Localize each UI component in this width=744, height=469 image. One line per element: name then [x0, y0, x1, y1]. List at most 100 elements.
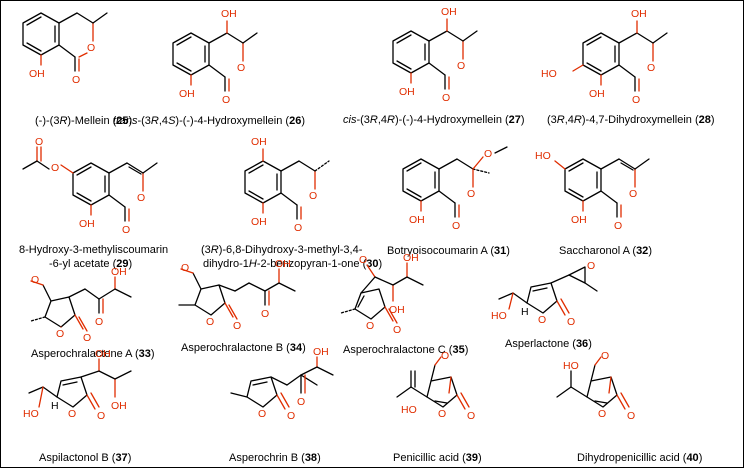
ketone-oxygen-34: O — [261, 308, 269, 320]
hydroxyl-25: OH — [29, 68, 45, 80]
acetyl-oxygen-29: O — [35, 136, 43, 148]
lactone-oxygen-35: O — [393, 324, 401, 336]
ring-oxygen-33: O — [56, 328, 64, 340]
carbonyl-oxygen-31: O — [452, 220, 460, 232]
caption-25: (-)-(3R)-Mellein (25) — [35, 115, 132, 127]
methoxy-oxygen-34: O — [181, 262, 189, 274]
hydroxyl-b-35: OH — [403, 252, 419, 264]
hydroxyl-a-35: OH — [389, 304, 405, 316]
hydroxyl-33: OH — [111, 266, 127, 278]
carbonyl-oxygen-26: O — [222, 94, 230, 106]
structure-40: O HO O O — [556, 350, 635, 422]
caption-33: Asperochralactone A (33) — [31, 348, 155, 360]
hydrogen-36: H — [521, 306, 529, 318]
hydroxyl-40: HO — [563, 360, 579, 372]
ring-oxygen-39: O — [438, 408, 446, 420]
hydroxyl-a-37: HO — [23, 408, 39, 420]
ester-oxygen-29: O — [51, 162, 59, 174]
structure-38: O O O OH — [230, 346, 334, 422]
lactone-oxygen-39: O — [467, 410, 475, 422]
ketone-oxygen-38: O — [297, 396, 305, 408]
carbonyl-oxygen-28: O — [632, 94, 640, 106]
hydroxyl-8-30: OH — [251, 216, 267, 228]
ring-oxygen-28: O — [647, 62, 655, 74]
hydroxyl-7-28: HO — [541, 68, 557, 80]
caption-36: Asperlactone (36) — [505, 338, 592, 350]
structure-25: O O OH — [22, 12, 108, 86]
ring-oxygen-31: O — [467, 188, 475, 200]
hydroxyl-8-28: OH — [589, 88, 605, 100]
lactone-oxygen-33: O — [83, 332, 91, 344]
structure-31: O O O OH — [402, 146, 508, 232]
hydroxyl-4-28: OH — [631, 8, 647, 20]
caption-30-line2: dihydro-1H-2-benzopyran-1-one (30) — [203, 258, 382, 270]
caption-27: cis-(3R,4R)-(-)-4-Hydroxymellein (27) — [343, 114, 525, 126]
hydroxyl-38: OH — [313, 346, 329, 358]
hydroxyl-39: HO — [401, 404, 417, 416]
ring-oxygen-37: O — [68, 408, 76, 420]
hydrogen-37: H — [51, 400, 59, 412]
caption-29-line2: -6-yl acetate (29) — [49, 258, 132, 270]
caption-39: Penicillic acid (39) — [393, 452, 482, 464]
hydroxyl-8-27: OH — [399, 86, 415, 98]
structure-39: O HO O O — [396, 350, 475, 422]
methoxy-oxygen-39: O — [441, 350, 449, 362]
carbonyl-oxygen-27: O — [442, 92, 450, 104]
caption-40: Dihydropenicillic acid (40) — [577, 452, 702, 464]
lactone-oxygen-40: O — [627, 410, 635, 422]
caption-35: Asperochralactone C (35) — [343, 344, 468, 356]
carbonyl-oxygen-32: O — [614, 220, 622, 232]
ring-oxygen-34: O — [206, 316, 214, 328]
caption-32: Saccharonol A (32) — [559, 245, 652, 257]
ring-oxygen-26: O — [237, 62, 245, 74]
caption-30-line1: (3R)-6,8-Dihydroxy-3-methyl-3,4- — [201, 244, 363, 256]
structure-34: O O O O OH — [178, 258, 296, 332]
ring-oxygen-40: O — [598, 408, 606, 420]
structure-36: HO H O O O — [491, 260, 598, 328]
caption-31: Botryoisocoumarin A (31) — [387, 245, 510, 257]
caption-38: Asperochrin B (38) — [229, 452, 321, 464]
carbonyl-oxygen-25: O — [72, 74, 80, 86]
carbonyl-oxygen-29: O — [122, 224, 130, 236]
hydroxyl-c-37: OH — [111, 400, 127, 412]
ketone-oxygen-33: O — [95, 316, 103, 328]
hydroxyl-31: OH — [409, 214, 425, 226]
ring-oxygen-29: O — [137, 192, 145, 204]
ring-oxygen-38: O — [258, 408, 266, 420]
structure-35: O O O OH OH — [340, 252, 424, 336]
hydroxyl-6-32: HO — [535, 150, 551, 162]
structure-29: O O O O OH — [22, 136, 158, 236]
methoxy-oxygen-40: O — [601, 350, 609, 362]
hydroxyl-8-26: OH — [179, 88, 195, 100]
structure-32: HO O O OH — [535, 150, 650, 232]
ring-oxygen-32: O — [629, 188, 637, 200]
ring-oxygen-25: O — [87, 42, 95, 54]
lactone-oxygen-36: O — [567, 316, 575, 328]
hydroxyl-b-37: OH — [95, 348, 111, 360]
methoxy-oxygen-35: O — [359, 254, 367, 266]
structure-30: OH O O OH — [244, 136, 330, 234]
hydroxyl-4-27: OH — [441, 6, 457, 18]
lactone-oxygen-37: O — [97, 410, 105, 422]
hydroxyl-8-32: OH — [571, 214, 587, 226]
ring-oxygen-36: O — [538, 314, 546, 326]
epoxide-oxygen-36: O — [587, 260, 595, 272]
hydroxyl-6-30: OH — [251, 136, 267, 148]
ring-oxygen-27: O — [457, 60, 465, 72]
caption-29-line1: 8-Hydroxy-3-methyliscoumarin — [19, 244, 168, 256]
methoxy-oxygen-33: O — [31, 274, 39, 286]
structure-26: OH O O OH — [172, 8, 258, 106]
caption-28: (3R,4R)-4,7-Dihydroxymellein (28) — [547, 114, 715, 126]
methoxy-oxygen-31: O — [484, 148, 492, 160]
lactone-oxygen-38: O — [287, 410, 295, 422]
caption-34: Asperochralactone B (34) — [181, 342, 306, 354]
structure-37: HO H O O OH OH — [23, 348, 132, 422]
hydroxyl-34: OH — [275, 258, 291, 270]
hydroxyl-29: OH — [79, 218, 95, 230]
caption-37: Aspilactonol B (37) — [39, 452, 131, 464]
carbonyl-oxygen-30: O — [294, 222, 302, 234]
hydroxyl-36: HO — [491, 310, 507, 322]
structure-33: O O O O OH — [30, 266, 132, 344]
